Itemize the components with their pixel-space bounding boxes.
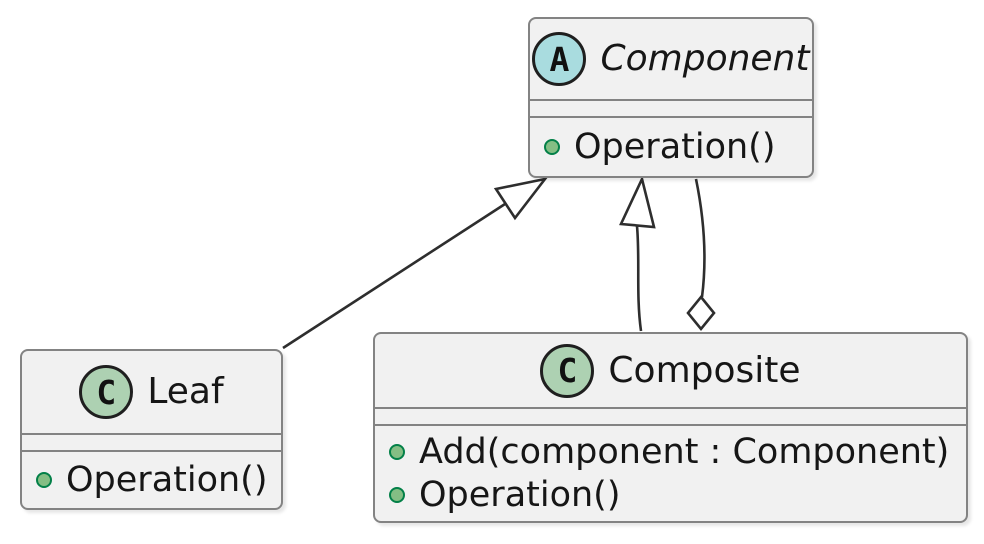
method-label: Operation() — [66, 459, 268, 500]
hollow-triangle-arrowhead — [493, 177, 549, 221]
hollow-triangle-arrowhead — [619, 175, 656, 229]
method-row: Operation() — [389, 474, 966, 515]
public-method-icon — [389, 444, 405, 461]
methods-compartment: Operation() — [530, 118, 812, 176]
method-row: Operation() — [544, 128, 812, 167]
generalization-edge-leaf-to-component — [282, 177, 549, 350]
generalization-line — [282, 202, 506, 350]
method-row: Add(component : Component) — [389, 433, 966, 472]
aggregation-edge-component-to-composite — [686, 178, 716, 332]
class-header: C Composite — [375, 334, 966, 407]
aggregation-line — [694, 178, 706, 298]
fields-compartment — [530, 99, 812, 118]
methods-compartment: Add(component : Component) Operation() — [375, 426, 966, 521]
public-method-icon — [389, 486, 405, 503]
hollow-diamond — [686, 294, 716, 332]
class-header: A Component — [530, 19, 812, 99]
class-header: C Leaf — [22, 351, 281, 433]
generalization-edge-composite-to-component — [619, 175, 656, 332]
method-row: Operation() — [36, 461, 281, 500]
class-icon: C — [540, 343, 595, 398]
fields-compartment — [22, 433, 281, 452]
methods-compartment: Operation() — [22, 452, 281, 508]
public-method-icon — [544, 139, 560, 155]
fields-compartment — [375, 407, 966, 426]
method-label: Add(component : Component) — [419, 432, 950, 472]
method-label: Operation() — [574, 126, 776, 167]
class-icon: C — [79, 365, 134, 419]
class-name: Component — [600, 38, 810, 79]
public-method-icon — [36, 472, 52, 488]
class-name: Composite — [608, 349, 801, 391]
generalization-line — [635, 225, 643, 332]
method-label: Operation() — [419, 474, 621, 515]
class-box-component: A Component Operation() — [528, 17, 814, 178]
class-box-composite: C Composite Add(component : Component) O… — [373, 332, 968, 523]
class-box-leaf: C Leaf Operation() — [20, 349, 283, 510]
class-name: Leaf — [147, 371, 224, 412]
abstract-class-icon: A — [532, 32, 587, 86]
